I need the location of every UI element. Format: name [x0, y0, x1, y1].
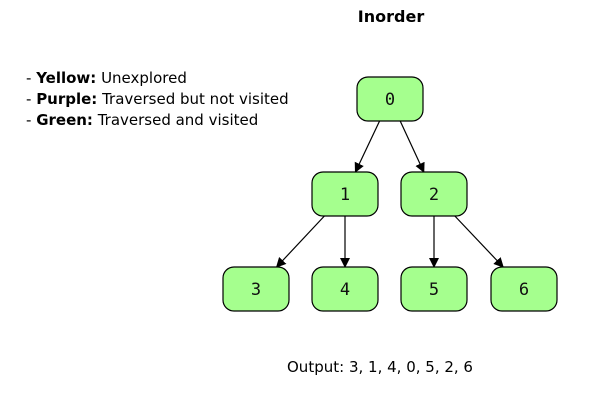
legend-item-green: - Green: Traversed and visited — [26, 111, 259, 129]
edge-0-to-2 — [399, 120, 425, 173]
node-box-0 — [356, 76, 424, 122]
node-label-1: 1 — [340, 185, 350, 205]
legend-text-purple: Traversed but not visited — [97, 90, 289, 108]
node-label-4: 4 — [340, 280, 350, 300]
edge-0-to-1 — [354, 120, 381, 173]
node-box-1 — [311, 171, 379, 217]
node-label-0: 0 — [385, 90, 395, 110]
tree-node-3: 3 — [222, 266, 290, 312]
legend-text-yellow: Unexplored — [96, 69, 187, 87]
output-label: Output: — [287, 358, 345, 376]
tree-node-1: 1 — [311, 171, 379, 217]
tree-node-6: 6 — [490, 266, 558, 312]
diagram-title: Inorder — [357, 7, 425, 26]
edge-2-to-6 — [454, 215, 504, 268]
legend-item-purple: - Purple: Traversed but not visited — [26, 90, 289, 108]
node-label-5: 5 — [429, 280, 439, 300]
legend-key-purple: Purple: — [36, 90, 98, 108]
legend-item-yellow: - Yellow: Unexplored — [26, 69, 187, 87]
node-label-3: 3 — [251, 280, 261, 300]
node-label-6: 6 — [519, 280, 529, 300]
tree-node-5: 5 — [400, 266, 468, 312]
legend-text-green: Traversed and visited — [92, 111, 259, 129]
legend-key-yellow: Yellow: — [36, 69, 97, 87]
node-label-2: 2 — [429, 185, 439, 205]
tree-node-4: 4 — [311, 266, 379, 312]
node-box-3 — [222, 266, 290, 312]
tree-nodes: 0 1 2 3 4 5 6 — [222, 76, 558, 312]
output-line: Output: 3, 1, 4, 0, 5, 2, 6 — [287, 357, 473, 377]
node-box-4 — [311, 266, 379, 312]
tree-node-2: 2 — [400, 171, 468, 217]
node-box-2 — [400, 171, 468, 217]
tree-edges — [275, 120, 504, 268]
tree-node-0: 0 — [356, 76, 424, 122]
node-box-5 — [400, 266, 468, 312]
legend: - Yellow: Unexplored - Purple: Traversed… — [26, 68, 289, 131]
legend-key-green: Green: — [36, 111, 93, 129]
output-sequence: 3, 1, 4, 0, 5, 2, 6 — [348, 358, 473, 376]
node-box-6 — [490, 266, 558, 312]
edge-1-to-3 — [275, 215, 325, 268]
